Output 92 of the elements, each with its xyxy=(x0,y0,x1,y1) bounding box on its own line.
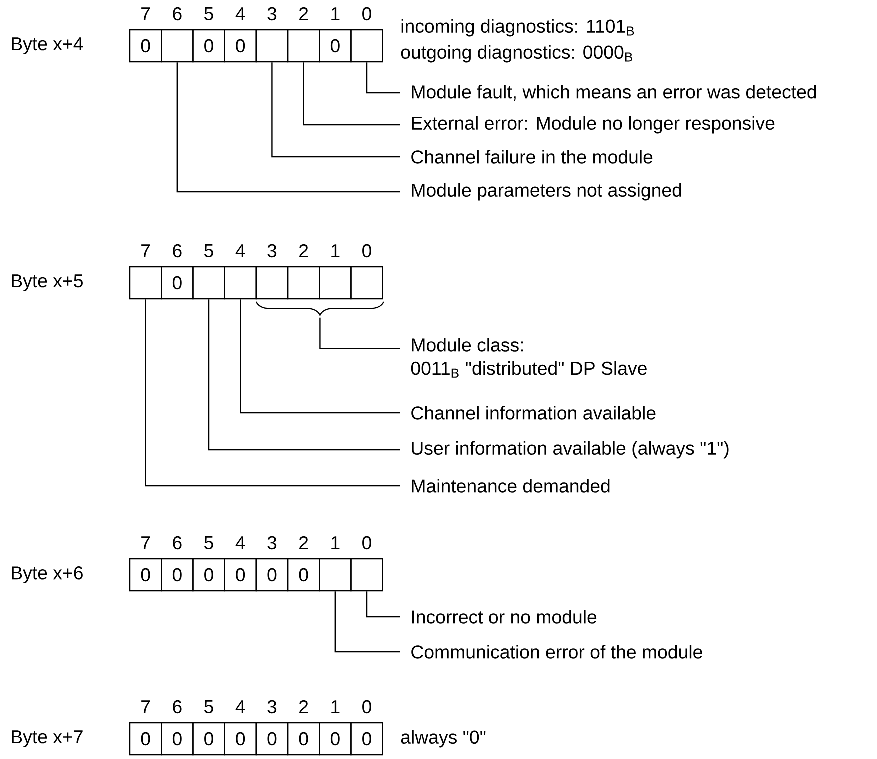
bit-cell xyxy=(256,266,289,300)
bit-number: 5 xyxy=(204,7,214,21)
bit-number: 4 xyxy=(236,8,246,20)
description-text: User information available (always "1") xyxy=(412,441,729,459)
label-text: outgoing diagnostics: 0000$_{B}$ xyxy=(401,45,632,63)
bit-number: 1 xyxy=(332,244,340,258)
bit-number: 1 xyxy=(332,536,340,550)
bit-cell: 0 xyxy=(161,558,194,592)
bit-cell: 0 xyxy=(224,558,258,592)
bit-cell: 0 xyxy=(224,29,258,63)
description-text: Module class: 0011$_{B}$ "distributed" DP Slave xyxy=(411,338,647,378)
leader-line xyxy=(240,300,400,414)
bit-cell: 0 xyxy=(161,722,194,756)
bit-cell: 0 xyxy=(129,722,162,756)
bit-number: 0 xyxy=(362,244,372,258)
description-text: Incorrect or no module xyxy=(412,610,597,624)
bit-number: 6 xyxy=(173,244,182,258)
leader-line xyxy=(334,592,400,653)
bit-number: 3 xyxy=(268,536,277,550)
bit-cell xyxy=(350,558,384,592)
description-text: Module parameters not assigned xyxy=(412,183,682,201)
bit-cell: 0 xyxy=(161,266,194,300)
label-text: always "0" xyxy=(401,730,486,748)
bit-number: 6 xyxy=(173,536,182,550)
bit-cell: 0 xyxy=(129,558,162,592)
bit-cell: 0 xyxy=(192,722,226,756)
bit-cell: 0 xyxy=(224,722,258,756)
bit-cell: 0 xyxy=(192,558,226,592)
bit-number: 5 xyxy=(204,700,214,714)
leader-line xyxy=(145,300,400,487)
bit-cell: 0 xyxy=(319,722,352,756)
bit-number: 4 xyxy=(236,536,246,550)
bit-number: 7 xyxy=(142,700,150,714)
leader-line xyxy=(176,62,400,193)
bit-cell xyxy=(319,266,352,300)
bit-number: 4 xyxy=(236,700,246,714)
leader-line xyxy=(366,62,400,94)
bit-number: 7 xyxy=(142,244,150,258)
description-text: Communication error of the module xyxy=(412,645,702,659)
bit-number: 2 xyxy=(300,244,308,258)
bit-number: 7 xyxy=(142,8,150,20)
leader-line xyxy=(303,62,400,126)
bit-number: 0 xyxy=(362,7,372,21)
description-text: Module fault, which means an error was detected xyxy=(412,85,816,101)
bit-cell: 0 xyxy=(129,29,162,63)
bit-cell: 0 xyxy=(256,558,289,592)
bit-number: 0 xyxy=(362,536,372,550)
bit-cell xyxy=(287,266,320,300)
leader-line xyxy=(366,592,400,618)
bit-number: 6 xyxy=(173,700,182,714)
curly-brace xyxy=(256,302,385,316)
bit-cell xyxy=(192,266,226,300)
bit-number: 1 xyxy=(332,700,340,714)
bit-cell: 0 xyxy=(192,29,226,63)
bit-cell xyxy=(287,29,320,63)
bit-cell xyxy=(256,29,289,63)
bit-cell xyxy=(224,266,258,300)
bit-number: 5 xyxy=(204,244,214,258)
bit-cell xyxy=(129,266,162,300)
bit-number: 3 xyxy=(268,244,277,258)
bit-number: 4 xyxy=(236,244,246,258)
bit-cell xyxy=(319,558,352,592)
bit-cell: 0 xyxy=(256,722,289,756)
leader-line xyxy=(272,62,400,158)
label-text: Byte x+4 xyxy=(12,38,84,54)
bit-number: 5 xyxy=(204,536,214,550)
label-text: Byte x+5 xyxy=(12,274,83,292)
bit-cell: 0 xyxy=(319,29,352,63)
bit-cell: 0 xyxy=(287,558,320,592)
bit-cell xyxy=(350,29,384,63)
bit-number: 2 xyxy=(300,700,308,714)
description-text: Channel information available xyxy=(412,406,656,420)
bit-cell: 0 xyxy=(350,722,384,756)
description-text: Maintenance demanded xyxy=(412,479,610,493)
description-text: Channel failure in the module xyxy=(412,150,653,164)
bit-number: 3 xyxy=(268,700,277,714)
bit-cell xyxy=(161,29,194,63)
label-text: Byte x+7 xyxy=(12,730,83,748)
bit-number: 3 xyxy=(268,7,277,21)
description-text: External error: Module no longer responsive xyxy=(412,116,775,134)
label-text: incoming diagnostics: 1101$_{B}$ xyxy=(402,19,634,37)
bit-number: 7 xyxy=(142,536,150,550)
bit-cell: 0 xyxy=(287,722,320,756)
leader-line xyxy=(320,318,400,350)
bit-number: 0 xyxy=(362,700,372,714)
bit-number: 2 xyxy=(300,536,308,550)
leader-line xyxy=(208,300,400,451)
bit-number: 6 xyxy=(173,7,182,21)
bit-cell xyxy=(350,266,384,300)
bit-number: 2 xyxy=(300,7,308,20)
label-text: Byte x+6 xyxy=(12,566,83,584)
bit-number: 1 xyxy=(332,8,340,20)
